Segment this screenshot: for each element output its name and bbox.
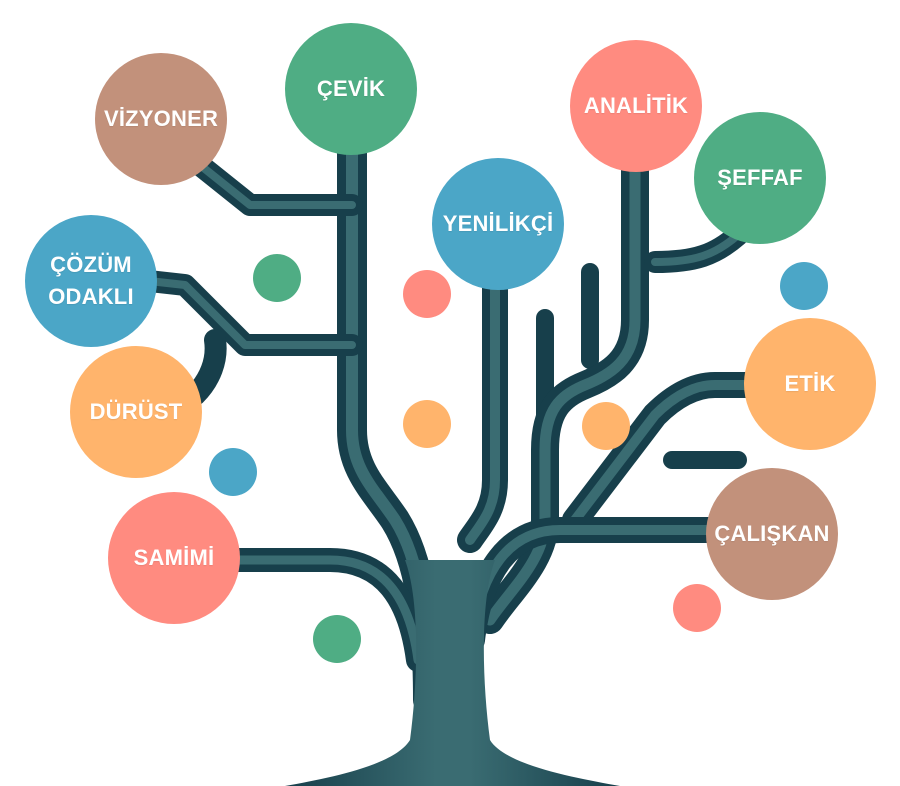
node-etik: ETİK	[744, 318, 876, 450]
node-label: DÜRÜST	[89, 399, 183, 425]
node-label: ŞEFFAF	[717, 165, 803, 191]
node-samimi: SAMİMİ	[108, 492, 240, 624]
node-caliskan: ÇALIŞKAN	[706, 468, 838, 600]
decorative-dot	[780, 262, 828, 310]
decorative-dot	[313, 615, 361, 663]
node-label: VİZYONER	[103, 106, 219, 132]
decorative-dot	[403, 270, 451, 318]
node-cevik: ÇEVİK	[285, 23, 417, 155]
decorative-dot	[582, 402, 630, 450]
decorative-dot	[673, 584, 721, 632]
node-label: ÇEVİK	[316, 76, 386, 102]
node-label: YENİLİKÇİ	[442, 211, 554, 237]
decorative-dot	[253, 254, 301, 302]
node-label: SAMİMİ	[133, 545, 215, 571]
decorative-dot	[403, 400, 451, 448]
node-label: ETİK	[784, 371, 836, 397]
node-analitik: ANALİTİK	[570, 40, 702, 172]
branch-durust	[184, 329, 227, 406]
node-durust: DÜRÜST	[70, 346, 202, 478]
branch-cozum-odakli	[129, 269, 363, 356]
node-cozum-odakli: ÇÖZÜM ODAKLI	[25, 215, 157, 347]
node-vizyoner: VİZYONER	[95, 53, 227, 185]
node-label: ANALİTİK	[583, 93, 689, 119]
node-yenilikci: YENİLİKÇİ	[432, 158, 564, 290]
decorative-dot	[209, 448, 257, 496]
node-label: ÇALIŞKAN	[714, 521, 830, 547]
tree-trunk	[285, 560, 620, 786]
node-label: ÇÖZÜM ODAKLI	[48, 252, 134, 309]
node-seffaf: ŞEFFAF	[694, 112, 826, 244]
